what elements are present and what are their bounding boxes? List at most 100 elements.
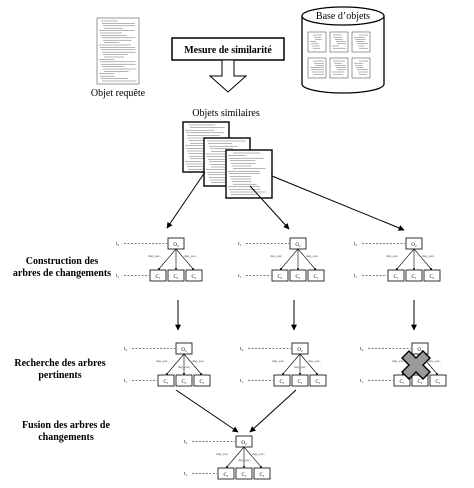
tree-child-node: [271, 269, 289, 282]
hollow-down-arrow: [208, 59, 248, 93]
database-label: Base d’objets: [316, 11, 370, 22]
tree-child-node: [217, 467, 235, 480]
tree-child-node: [423, 269, 441, 282]
edge-label-mid: deg₃,per₃: [294, 365, 308, 370]
tree-child-label: C₁: [191, 275, 196, 280]
query-object-label: Objet requête: [91, 88, 146, 99]
tree-child-label: C₁: [241, 473, 246, 478]
tree-child-label: C₁: [295, 275, 300, 280]
tree-child-label: C₁: [181, 380, 186, 385]
tree-edge: [175, 248, 195, 271]
tree-child-label: C₁: [417, 380, 422, 385]
tree-child-node: [273, 374, 291, 387]
edge-label-mid: deg₃,per₃: [238, 458, 252, 463]
tree-child-node: [185, 269, 203, 282]
time-label-t2: t₂: [184, 440, 187, 445]
tree-edge: [299, 353, 319, 376]
time-label-t2: t₂: [238, 242, 241, 247]
time-label-t1: t₁: [354, 274, 357, 279]
edge-label-left: deg₁,per₁: [156, 359, 169, 364]
similar-documents-stack: [182, 121, 273, 199]
tree-child-label: C₁: [163, 380, 168, 385]
tree-child-node: [387, 269, 405, 282]
db-document-icon: [307, 31, 327, 53]
tree-child-label: C₁: [279, 380, 284, 385]
arrow-merge-right: [249, 389, 297, 433]
tree-edge: [165, 353, 185, 376]
tree-edge: [243, 446, 263, 469]
tree-child-label: C₁: [411, 275, 416, 280]
tree-child-node: [309, 374, 327, 387]
tree-child-label: C₁: [155, 275, 160, 280]
tree-edge: [225, 446, 245, 469]
tree-edge: [413, 248, 433, 271]
edge-label-right: deg₂,per₂: [308, 359, 322, 364]
tree-child-node: [405, 269, 423, 282]
tree-edge: [157, 248, 177, 271]
tree-edge: [183, 353, 203, 376]
step-merge-line2: changements: [38, 432, 94, 443]
arrow-to-tree-right: [271, 175, 405, 231]
tree-child-label: C₁: [277, 275, 282, 280]
edge-label-right: deg₂,per₂: [306, 254, 320, 259]
edge-label-right: deg₂,per₂: [184, 254, 198, 259]
edge-label-right: deg₂,per₂: [428, 359, 442, 364]
tree-child-label: C₁: [399, 380, 404, 385]
tree-child-label: C₁: [223, 473, 228, 478]
query-document-icon: [96, 17, 140, 85]
time-label-t1: t₁: [124, 379, 127, 384]
tree-edge: [395, 248, 415, 271]
change-trees: O₂ t₂ C₁ C₁ C₁ deg₁,per₁ deg₂,per₂ t₁ O₂ t₂ C₁ C₁ C₁…: [116, 237, 447, 480]
edge-label-right: deg₂,per₂: [252, 452, 266, 457]
step-construction-line2: arbres de changements: [13, 268, 111, 279]
time-label-t1: t₁: [240, 379, 243, 384]
tree-child-node: [193, 374, 211, 387]
tree-child-node: [175, 374, 193, 387]
time-label-t2: t₂: [124, 347, 127, 352]
step-merge-line1: Fusion des arbres de: [22, 420, 110, 431]
time-label-t1: t₁: [116, 274, 119, 279]
tree-root-label: O₂: [241, 441, 247, 446]
rejected-tree-cross-icon: [401, 350, 431, 380]
edge-label-right: deg₂,per₂: [422, 254, 436, 259]
edge-label-left: deg₁,per₁: [392, 359, 405, 364]
edge-label-right: deg₂,per₂: [192, 359, 206, 364]
tree-child-node: [253, 467, 271, 480]
edge-label-left: deg₁,per₁: [148, 254, 161, 259]
tree-child-node: [307, 269, 325, 282]
time-label-t1: t₁: [360, 379, 363, 384]
edge-label-left: deg₁,per₁: [216, 452, 229, 457]
similarity-measure-label: Mesure de similarité: [184, 45, 272, 56]
tree-child-label: C₁: [393, 275, 398, 280]
time-label-t2: t₂: [116, 242, 119, 247]
tree-root-label: O₂: [173, 243, 179, 248]
tree-child-label: C₁: [429, 275, 434, 280]
edge-label-left: deg₁,per₁: [386, 254, 399, 259]
tree-child-label: C₁: [199, 380, 204, 385]
tree-child-label: C₁: [259, 473, 264, 478]
tree-edge: [281, 353, 301, 376]
edge-label-left: deg₁,per₁: [270, 254, 283, 259]
tree-child-node: [149, 269, 167, 282]
tree-child-node: [429, 374, 447, 387]
tree-root-label: O₂: [417, 348, 423, 353]
tree-child-label: C₁: [173, 275, 178, 280]
time-label-t1: t₁: [184, 472, 187, 477]
arrow-to-tree-middle: [249, 185, 290, 230]
time-label-t2: t₂: [240, 347, 243, 352]
tree-root-label: O₂: [411, 243, 417, 248]
object-database-cylinder: [301, 6, 385, 94]
step-search-line1: Recherche des arbres: [14, 358, 105, 369]
similarity-measure-box: Mesure de similarité: [171, 37, 285, 61]
arrow-to-tree-left: [166, 171, 206, 229]
tree-child-node: [289, 269, 307, 282]
time-label-t2: t₂: [354, 242, 357, 247]
tree-child-node: [157, 374, 175, 387]
tree-edge: [297, 248, 317, 271]
